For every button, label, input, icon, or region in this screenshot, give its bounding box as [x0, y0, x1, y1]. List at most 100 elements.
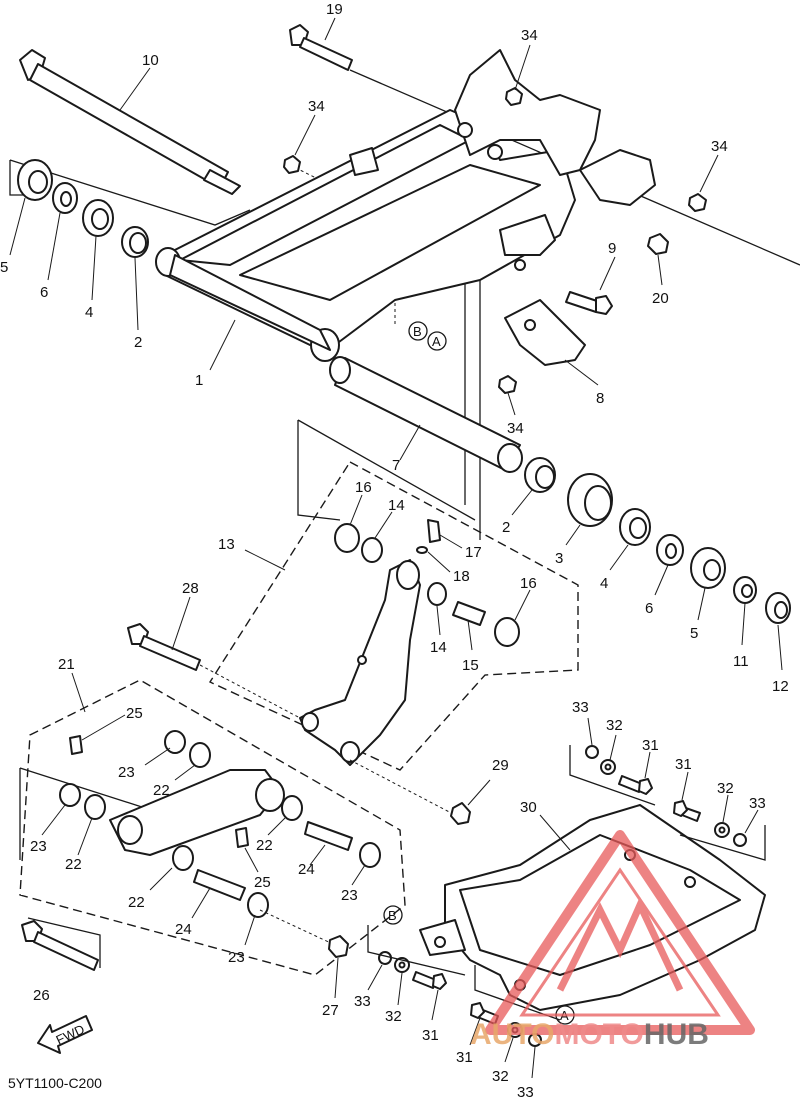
ref-mark-a-1: A	[427, 331, 447, 351]
callout: 7	[392, 457, 400, 474]
bracket-line	[474, 965, 561, 1021]
watermark-logo	[485, 830, 755, 1035]
bracket-line	[19, 767, 146, 809]
bracket-line	[27, 917, 101, 968]
callout: 10	[142, 52, 159, 69]
callout: 16	[355, 479, 372, 496]
callout: 4	[600, 575, 608, 592]
callout: 18	[453, 568, 470, 585]
seal-23c-part	[359, 842, 381, 868]
ref-mark-b-2: B	[383, 905, 403, 925]
bracket-line	[297, 419, 476, 521]
swingarm-part	[155, 109, 576, 362]
callout: 5	[690, 625, 698, 642]
callout: 21	[58, 656, 75, 673]
diagram-code: 5YT1100-C200	[8, 1075, 102, 1091]
chain-guide-part	[504, 299, 586, 366]
callout: 20	[652, 290, 669, 307]
svg-text:B: B	[413, 324, 422, 339]
axis-line	[349, 759, 456, 816]
bolt-19-part	[289, 24, 353, 71]
callout: 32	[492, 1068, 509, 1085]
bolt-28-part	[127, 623, 201, 671]
callout: 31	[422, 1027, 439, 1044]
nut-20-part	[647, 233, 669, 255]
seal-23b-part	[59, 783, 81, 807]
pivot-tube-part	[329, 356, 523, 473]
callout: 6	[40, 284, 48, 301]
bracket-line	[569, 745, 656, 806]
fwd-label: FWD	[54, 1021, 87, 1047]
collar-24b-part	[193, 869, 246, 901]
axis-line	[199, 664, 301, 719]
callout: 17	[465, 544, 482, 561]
callout: 22	[65, 856, 82, 873]
bearing-22c-part	[281, 795, 303, 821]
callout: 24	[298, 861, 315, 878]
callout: 31	[456, 1049, 473, 1066]
swingarm-rear-bracket	[454, 49, 656, 271]
grease-nipple-17-part	[427, 519, 441, 543]
fastener-set-upper	[585, 745, 747, 847]
bracket-line	[679, 825, 766, 861]
callout: 33	[354, 993, 371, 1010]
callout: 16	[520, 575, 537, 592]
connecting-rod-group-box	[19, 679, 406, 976]
collar-15-part	[452, 601, 486, 626]
watermark-text: AUTOMOTOHUB	[470, 1018, 709, 1051]
collar-24-part	[304, 821, 353, 851]
callout: 32	[717, 780, 734, 797]
callout: 2	[134, 334, 142, 351]
seal-23d-part	[247, 892, 269, 918]
bolt-26-part	[21, 920, 99, 971]
callout: 6	[645, 600, 653, 617]
nut-27-part	[328, 935, 349, 958]
callout: 23	[30, 838, 47, 855]
bracket-line	[367, 925, 466, 976]
bearing-16b-part	[494, 617, 520, 647]
callout: 25	[126, 705, 143, 722]
callout: 2	[502, 519, 510, 536]
bearing-16-part	[334, 523, 360, 553]
fwd-arrow-icon: FWD	[37, 1015, 93, 1054]
connecting-rod-part	[109, 769, 285, 856]
axis-line	[259, 909, 336, 946]
callout: 1	[195, 372, 203, 389]
callout: 5	[0, 259, 8, 276]
bolt-9-part	[565, 291, 613, 315]
nut-34-part	[283, 87, 707, 394]
bushing-set-left	[17, 159, 149, 258]
callout: 28	[182, 580, 199, 597]
callout: 31	[675, 756, 692, 773]
svg-text:A: A	[432, 334, 441, 349]
callout: 4	[85, 304, 93, 321]
ref-mark-b-1: B	[408, 321, 428, 341]
callout: 23	[341, 887, 358, 904]
callout: 31	[642, 737, 659, 754]
callout: 34	[308, 98, 325, 115]
grease-nipple-25-part	[69, 735, 83, 755]
relay-arm-group-box	[208, 461, 579, 771]
callout: 9	[608, 240, 616, 257]
chain-guide-hole	[524, 319, 536, 331]
callout: 11	[733, 653, 749, 670]
callout: 33	[749, 795, 766, 812]
bracket-line	[297, 420, 341, 521]
callout: 22	[256, 837, 273, 854]
callout: 34	[711, 138, 728, 155]
callout: 24	[175, 921, 192, 938]
callout: 15	[462, 657, 479, 674]
callout: 14	[430, 639, 447, 656]
callout: 26	[33, 987, 50, 1004]
callout: 25	[254, 874, 271, 891]
callout: 34	[521, 27, 538, 44]
bearing-22-part	[189, 742, 211, 768]
grease-nipple-25b-part	[235, 827, 249, 848]
bearing-14-part	[361, 537, 383, 563]
cap-18-part	[416, 546, 428, 554]
callout: 29	[492, 757, 509, 774]
callout: 22	[153, 782, 170, 799]
bushing-set-right	[524, 457, 791, 624]
